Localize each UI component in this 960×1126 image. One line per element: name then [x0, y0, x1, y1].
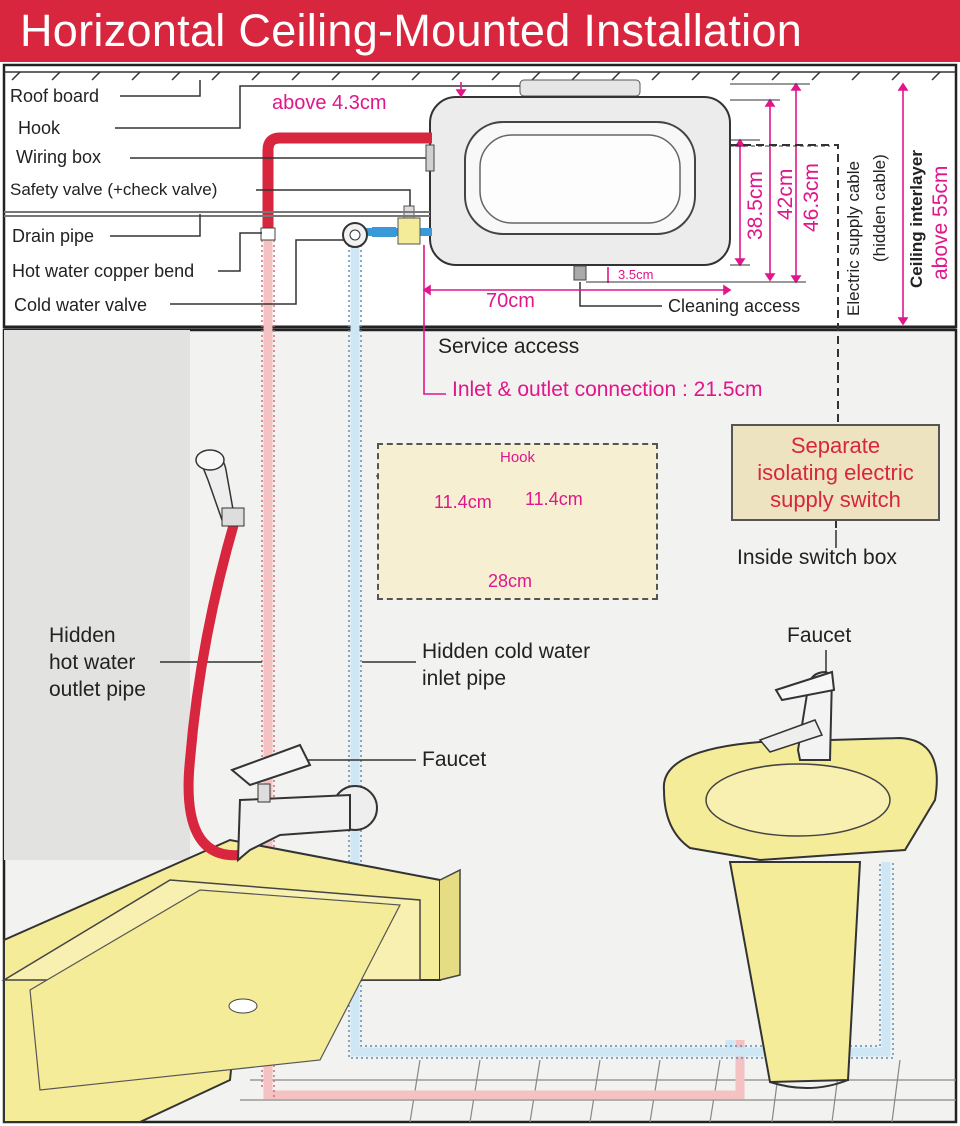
sink-faucet-icon	[758, 670, 836, 761]
above-clearance-label: above 4.3cm	[272, 92, 387, 114]
service-access-label: Service access	[438, 335, 580, 358]
sink-faucet-label: Faucet	[787, 624, 852, 647]
roof-board	[4, 71, 956, 81]
drain-offset-label: 3.5cm	[618, 267, 654, 282]
drain-pipe-label: Drain pipe	[12, 226, 95, 246]
safety-valve-label: Safety valve (+check valve)	[10, 180, 218, 199]
hidden-hot-pipe-label-3: outlet pipe	[49, 678, 146, 701]
hidden-cable-label: (hidden cable)	[870, 154, 889, 262]
cold-water-valve-label: Cold water valve	[14, 295, 148, 315]
switch-line-2: isolating electric	[757, 460, 914, 485]
inside-switch-box-label: Inside switch box	[737, 546, 897, 569]
switch-line-3: supply switch	[770, 487, 901, 512]
page-title: Horizontal Ceiling-Mounted Installation	[20, 5, 803, 56]
hidden-hot-pipe-label-1: Hidden	[49, 624, 116, 647]
cleaning-access-label: Cleaning access	[668, 296, 801, 316]
shower-hose	[183, 518, 241, 861]
installation-diagram	[1, 63, 958, 1124]
wall-column	[4, 330, 190, 860]
water-heater	[425, 79, 731, 281]
hook-label: Hook	[18, 118, 61, 138]
sink	[662, 736, 938, 1089]
hidden-cold-pipe-label-2: inlet pipe	[422, 667, 507, 690]
roof-board-label: Roof board	[10, 86, 100, 106]
width-label: 70cm	[486, 290, 535, 312]
hook-total-width: 28cm	[488, 571, 533, 591]
ceiling-interlayer-label: Ceiling interlayer	[907, 150, 926, 288]
inlet-outlet-label: Inlet & outlet connection : 21.5cm	[452, 378, 763, 401]
hook-spacing-right: 11.4cm	[525, 489, 583, 509]
tub-faucet-label: Faucet	[422, 748, 487, 771]
leader-lines	[110, 80, 837, 761]
hot-water-copper-bend	[262, 132, 432, 232]
hook-detail-title: Hook	[499, 449, 536, 466]
electric-supply-cable	[730, 144, 839, 528]
hook-detail-panel: Hook	[377, 443, 658, 600]
isolating-switch-box: Separate isolating electric supply switc…	[731, 424, 940, 521]
wiring-box-label: Wiring box	[16, 147, 102, 167]
hidden-hot-pipe-label-2: hot water	[49, 651, 136, 674]
ceiling-interlayer-value: above 55cm	[929, 165, 952, 280]
height-3-label: 46.3cm	[800, 163, 823, 232]
title-bar: Horizontal Ceiling-Mounted Installation	[0, 0, 960, 62]
shower-head-icon	[195, 449, 245, 527]
hidden-cold-pipe-label-1: Hidden cold water	[422, 640, 591, 663]
dimension-lines	[422, 82, 909, 395]
height-2-label: 42cm	[774, 168, 797, 220]
electric-cable-label: Electric supply cable	[844, 161, 863, 316]
safety-valve	[397, 217, 421, 245]
switch-line-1: Separate	[790, 433, 881, 458]
dimension-guides	[586, 83, 810, 283]
hot-water-copper-bend-label: Hot water copper bend	[12, 261, 195, 281]
tub-faucet-icon	[230, 743, 378, 863]
height-1-label: 38.5cm	[744, 171, 767, 240]
bathtub	[1, 838, 461, 1123]
hook-spacing-left: 11.4cm	[434, 492, 492, 512]
